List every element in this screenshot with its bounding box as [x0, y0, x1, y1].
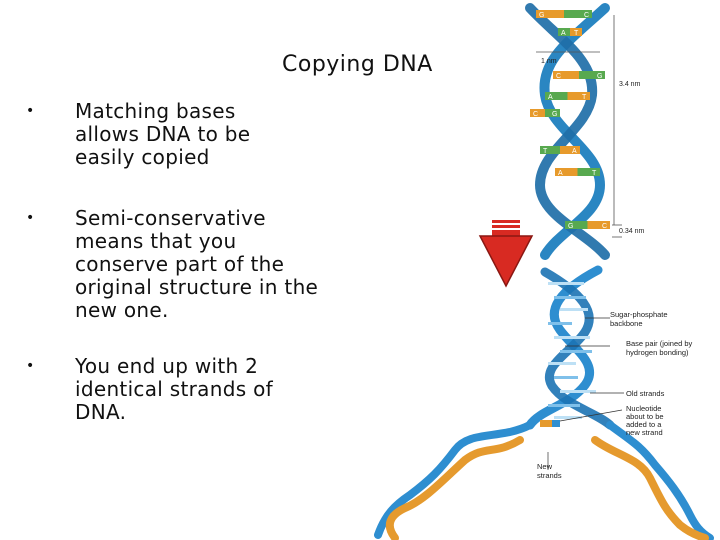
- replication-base-pair: [554, 376, 578, 379]
- bullet-text: You end up with 2 identical strands of D…: [75, 354, 273, 424]
- base-letter-right: A: [572, 148, 577, 155]
- base-pair-left: [536, 10, 564, 18]
- base-letter-right: C: [584, 12, 589, 19]
- base-letter-right: C: [602, 223, 607, 230]
- base-letter-left: G: [568, 223, 573, 230]
- replication-base-pair: [548, 362, 576, 365]
- measure-3-4nm-label: 3.4 nm: [619, 81, 641, 88]
- base-letter-right: G: [552, 111, 557, 118]
- bullet-marker: •: [26, 210, 35, 226]
- replication-base-pair: [554, 336, 590, 339]
- base-pair-right: [567, 92, 590, 100]
- base-letter-left: A: [561, 30, 566, 37]
- slide-title: Copying DNA: [282, 52, 433, 77]
- base-letter-right: T: [582, 94, 587, 101]
- base-letter-left: A: [558, 170, 563, 177]
- label-old-strands: Old strands: [626, 389, 665, 398]
- base-pair-left: [545, 92, 568, 100]
- base-pair-right: [579, 71, 605, 79]
- bullet-item: • You end up with 2 identical strands of…: [26, 355, 320, 424]
- base-letter-right: T: [574, 30, 579, 37]
- bullet-text: Matching bases allows DNA to be easily c…: [75, 99, 251, 169]
- base-pair-left: [555, 168, 578, 176]
- replication-base-pair: [560, 308, 588, 311]
- base-letter-right: G: [597, 73, 602, 80]
- bullet-text: Semi-conservative means that you conserv…: [75, 206, 319, 322]
- bullet-item: • Semi-conservative means that you conse…: [26, 207, 325, 322]
- base-letter-left: G: [539, 12, 544, 19]
- base-pair-right: [545, 109, 560, 117]
- replication-base-pair: [560, 390, 596, 393]
- base-letter-right: T: [592, 170, 597, 177]
- base-pair-right: [570, 28, 582, 36]
- replication-base-pair: [554, 416, 582, 419]
- base-letter-left: C: [556, 73, 561, 80]
- replication-base-pair: [548, 322, 572, 325]
- replication-base-pair: [560, 350, 592, 353]
- base-pair-left: [565, 221, 588, 229]
- base-pair-left: [530, 109, 545, 117]
- base-letter-left: A: [548, 94, 553, 101]
- bullet-marker: •: [26, 358, 35, 374]
- base-pair-right: [560, 146, 580, 154]
- replication-base-pair: [548, 404, 580, 407]
- base-pair-right: [564, 10, 592, 18]
- replication-base-pair: [548, 282, 584, 285]
- measure-0-34nm-label: 0.34 nm: [619, 228, 644, 235]
- replication-base-pair: [554, 296, 586, 299]
- base-letter-left: T: [543, 148, 548, 155]
- bullet-item: • Matching bases allows DNA to be easily…: [26, 100, 300, 169]
- base-pair-left: [540, 146, 560, 154]
- base-pair-right: [587, 221, 610, 229]
- base-pair-left: [553, 71, 579, 79]
- measure-1nm-label: 1 nm: [541, 58, 557, 65]
- base-pair-left: [558, 28, 570, 36]
- base-letter-left: C: [533, 111, 538, 118]
- base-pair-right: [577, 168, 600, 176]
- bullet-marker: •: [26, 103, 35, 119]
